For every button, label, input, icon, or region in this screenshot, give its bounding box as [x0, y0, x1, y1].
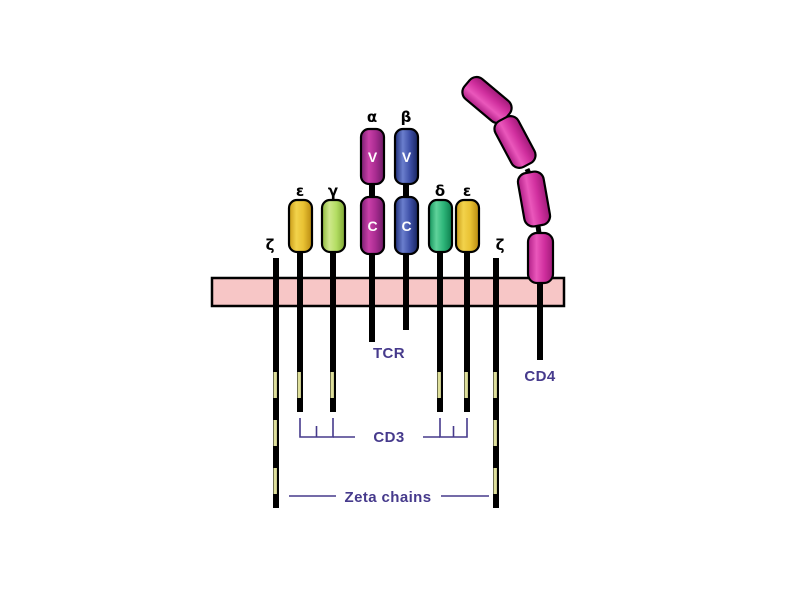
gamma-chain-label: γ [328, 182, 338, 200]
plasma-membrane [210, 276, 566, 308]
beta-c-letter: C [401, 218, 411, 234]
gamma-domain [320, 198, 347, 254]
zeta-left-label: ζ [266, 236, 275, 254]
cd3-bracket-right [423, 418, 468, 438]
epsilon-left-domain [287, 198, 314, 254]
itam-motifs [273, 372, 497, 494]
cd4-label: CD4 [524, 368, 555, 385]
cd3-label: CD3 [373, 429, 404, 446]
chain-stems-over-membrane [273, 276, 543, 310]
alpha-c-domain [359, 195, 386, 256]
alpha-v-domain [359, 127, 386, 186]
zeta-right-label: ζ [496, 236, 505, 254]
beta-v-domain [393, 127, 420, 186]
alpha-chain-label: α [367, 108, 377, 126]
beta-chain-label: β [401, 108, 412, 126]
cd4-domain-2 [493, 115, 537, 169]
epsilon-right-label: ε [463, 182, 471, 200]
beta-v-letter: V [402, 149, 412, 165]
alpha-v-letter: V [368, 149, 378, 165]
ectodomain-cylinders [287, 127, 481, 256]
delta-chain-label: δ [435, 182, 445, 200]
zeta-chains-label: Zeta chains [345, 489, 432, 506]
cd4-molecule [461, 75, 555, 285]
epsilon-left-label: ε [296, 182, 304, 200]
beta-c-domain [393, 195, 420, 256]
cd3-bracket-left [299, 418, 355, 438]
tcr-label: TCR [373, 345, 405, 362]
cd4-domain-3 [516, 170, 552, 228]
delta-domain [427, 198, 454, 254]
cd4-domain-4 [526, 231, 555, 285]
epsilon-right-domain [454, 198, 481, 254]
alpha-c-letter: C [367, 218, 377, 234]
